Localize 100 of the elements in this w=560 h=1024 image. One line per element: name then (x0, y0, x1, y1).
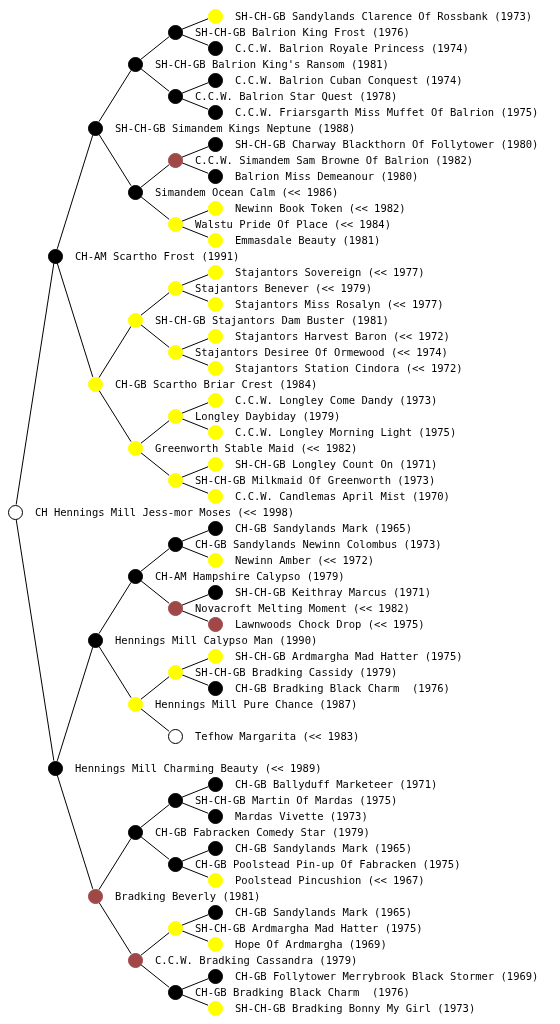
connector-line (181, 482, 209, 494)
dog-name: Hennings Mill Calypso Man (1990) (115, 633, 318, 647)
dog-name: Stajantors Sovereign (<< 1977) (235, 265, 425, 279)
connector-line (181, 82, 209, 94)
dog-name: Bradking Beverly (1981) (115, 889, 261, 903)
connector-line (140, 676, 170, 700)
dog-name: CH-GB Scartho Briar Crest (1984) (115, 377, 318, 391)
dog-name: Poolstead Pincushion (<< 1967) (235, 873, 425, 887)
dog-name: Stajantors Station Cindora (<< 1972) (235, 361, 463, 375)
dog-name: C.C.W. Simandem Sam Browne Of Balrion (1982) (195, 153, 474, 167)
connector-line (140, 452, 170, 476)
connector-line (181, 338, 209, 350)
connector-line (98, 69, 132, 123)
connector-line (98, 133, 132, 187)
dog-name: Newinn Book Token (<< 1982) (235, 201, 406, 215)
dog-name: Balrion Miss Demeanour (1980) (235, 169, 419, 183)
connector-line (140, 420, 170, 444)
dog-name: CH-GB Sandylands Mark (1965) (235, 905, 412, 919)
connector-line (98, 901, 132, 955)
connector-line (181, 34, 209, 46)
connector-line (181, 802, 209, 814)
connector-line (181, 994, 209, 1006)
connector-line (15, 262, 55, 506)
dog-name: Hennings Mill Pure Chance (1987) (155, 697, 358, 711)
dog-name: C.C.W. Candlemas April Mist (1970) (235, 489, 450, 503)
dog-name: SH-CH-GB Sandylands Clarence Of Rossbank (1973) (235, 9, 533, 23)
connector-line (181, 930, 209, 942)
connector-line (181, 274, 209, 286)
connector-line (56, 646, 94, 762)
connector-line (181, 850, 209, 862)
dog-name: Hennings Mill Charming Beauty (<< 1989) (75, 761, 322, 775)
dog-name: C.C.W. Friarsgarth Miss Muffet Of Balrion (1975) (235, 105, 539, 119)
dog-name: SH-CH-GB Ardmargha Mad Hatter (1975) (195, 921, 423, 935)
connector-line (56, 774, 94, 890)
dog-name: SH-CH-GB Balrion King Frost (1976) (195, 25, 410, 39)
dog-name: CH-GB Bradking Black Charm (1976) (195, 985, 410, 999)
connector-line (181, 610, 209, 622)
dog-name: C.C.W. Bradking Cassandra (1979) (155, 953, 358, 967)
connector-line (181, 786, 209, 798)
dog-name: CH Hennings Mill Jess-mor Moses (<< 1998) (35, 505, 295, 519)
connector-line (140, 324, 170, 348)
dog-name: Stajantors Miss Rosalyn (<< 1977) (235, 297, 444, 311)
dog-name: CH-GB Poolstead Pin-up Of Fabracken (1975) (195, 857, 461, 871)
connector-line (140, 708, 170, 732)
dog-name: SH-CH-GB Ardmargha Mad Hatter (1975) (235, 649, 463, 663)
connector-line (181, 658, 209, 670)
dog-name: CH-GB Sandylands Newinn Colombus (1973) (195, 537, 442, 551)
connector-line (140, 932, 170, 956)
dog-name: Lawnwoods Chock Drop (<< 1975) (235, 617, 425, 631)
dog-name: SH-CH-GB Bradking Cassidy (1979) (195, 665, 398, 679)
connector-line (181, 18, 209, 30)
dog-name: C.C.W. Balrion Royale Princess (1974) (235, 41, 469, 55)
dog-name: SH-CH-GB Charway Blackthorn Of Follytower (1980) (235, 137, 539, 151)
dog-name: SH-CH-GB Martin Of Mardas (1975) (195, 793, 398, 807)
connector-line (181, 402, 209, 414)
connector-line (98, 645, 132, 699)
connector-line (15, 518, 55, 762)
dog-name: CH-GB Follytower Merrybrook Black Stormer (1969) (235, 969, 539, 983)
dog-name: CH-GB Fabracken Comedy Star (1979) (155, 825, 370, 839)
connector-line (140, 548, 170, 572)
connector-line (56, 262, 94, 378)
connector-line (181, 290, 209, 302)
dog-name: Tefhow Margarita (<< 1983) (195, 729, 360, 743)
connector-line (56, 134, 94, 250)
dog-name: CH-AM Scartho Frost (1991) (75, 249, 240, 263)
connector-line (181, 354, 209, 366)
connector-line (140, 68, 170, 92)
dog-name: CH-GB Sandylands Mark (1965) (235, 521, 412, 535)
dog-name: C.C.W. Balrion Cuban Conquest (1974) (235, 73, 463, 87)
connector-line (98, 389, 132, 443)
dog-name: CH-GB Ballyduff Marketeer (1971) (235, 777, 438, 791)
dog-name: SH-CH-GB Longley Count On (1971) (235, 457, 438, 471)
connector-line (140, 196, 170, 220)
connector-line (181, 866, 209, 878)
connector-line (181, 546, 209, 558)
connector-line (181, 98, 209, 110)
connector-line (98, 325, 132, 379)
connector-line (140, 164, 170, 188)
connector-line (181, 594, 209, 606)
dog-name: Emmasdale Beauty (1981) (235, 233, 381, 247)
dog-name: SH-CH-GB Milkmaid Of Greenworth (1973) (195, 473, 436, 487)
dog-name: CH-GB Sandylands Mark (1965) (235, 841, 412, 855)
connector-line (181, 914, 209, 926)
dog-name: SH-CH-GB Balrion King's Ransom (1981) (155, 57, 389, 71)
connector-line (181, 226, 209, 238)
dog-name: CH-GB Bradking Black Charm (1976) (235, 681, 450, 695)
connector-line (140, 836, 170, 860)
dog-name: CH-AM Hampshire Calypso (1979) (155, 569, 345, 583)
connector-line (181, 210, 209, 222)
dog-name: C.C.W. Longley Morning Light (1975) (235, 425, 457, 439)
dog-name: SH-CH-GB Keithray Marcus (1971) (235, 585, 431, 599)
connector-line (181, 674, 209, 686)
connector-line (140, 964, 170, 988)
dog-name: Hope Of Ardmargha (1969) (235, 937, 387, 951)
dog-name: Mardas Vivette (1973) (235, 809, 368, 823)
dog-name: C.C.W. Balrion Star Quest (1978) (195, 89, 398, 103)
dog-name: SH-CH-GB Simandem Kings Neptune (1988) (115, 121, 356, 135)
connector-line (181, 466, 209, 478)
connector-line (181, 418, 209, 430)
connector-line (140, 292, 170, 316)
